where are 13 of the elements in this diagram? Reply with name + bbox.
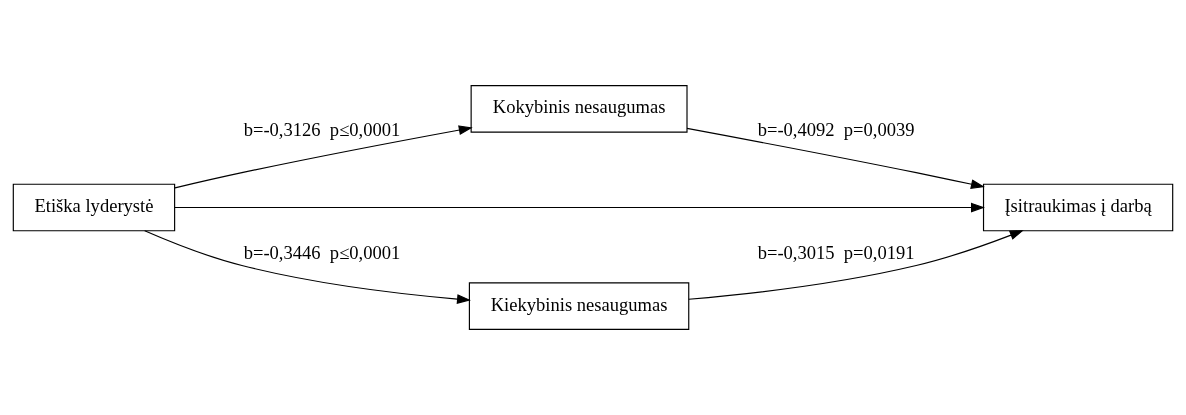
edge-label: b=-0,3446 p≤0,0001 [243,242,401,264]
node-box: Įsitraukimas į darbą [982,183,1174,232]
edge-label: b=-0,3126 p≤0,0001 [243,119,401,141]
node-box: Kiekybinis nesaugumas [468,282,690,330]
arrow [688,230,1024,300]
arrow [686,127,985,189]
edge-label: b=-0,4092 p=0,0039 [757,119,915,141]
node-box: Etiška lyderystė [12,183,176,232]
edge-label: b=-0,3015 p=0,0191 [757,242,915,264]
arrow [174,202,985,213]
arrow [174,125,473,189]
node-box: Kokybinis nesaugumas [470,85,688,133]
arrow [144,230,471,304]
